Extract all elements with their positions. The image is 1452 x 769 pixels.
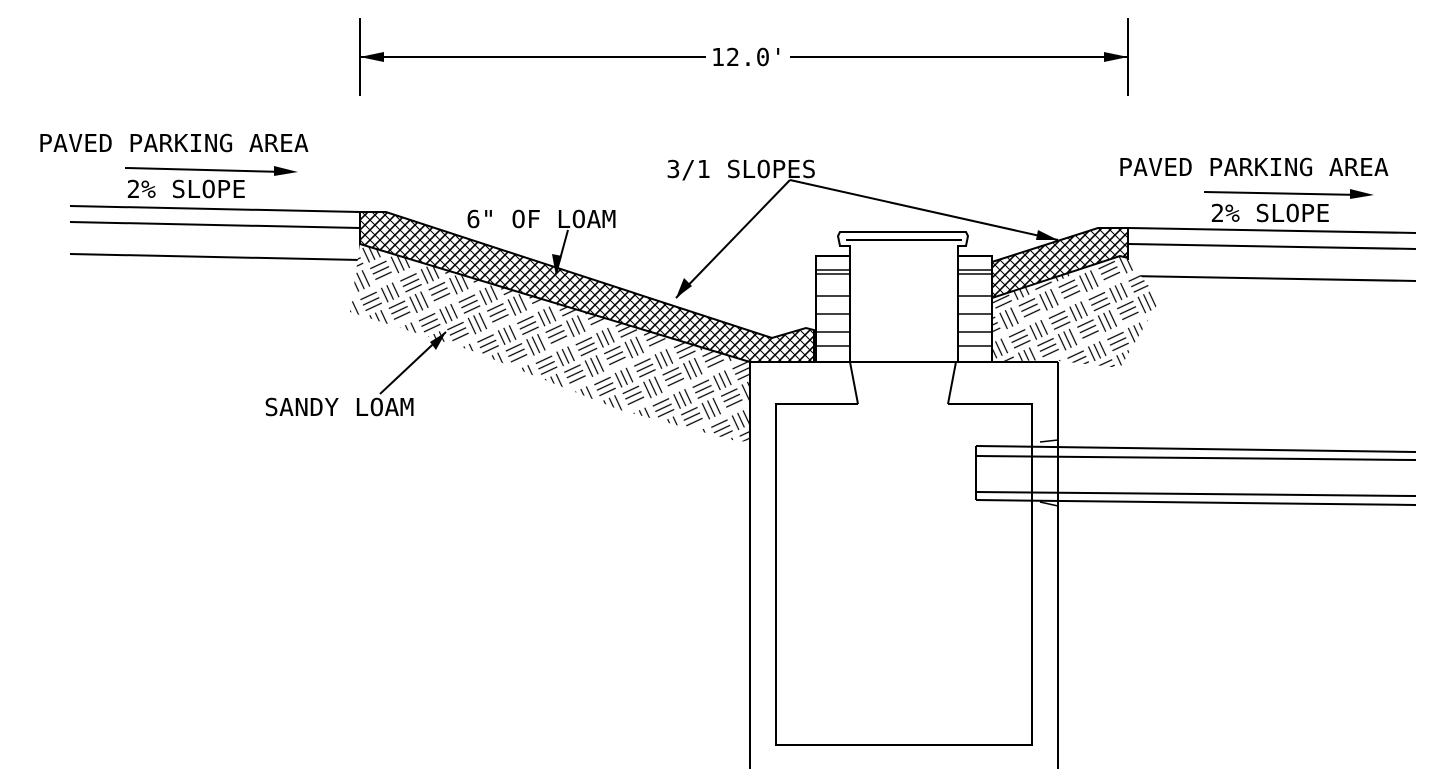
- label-paved-parking-right: PAVED PARKING AREA: [1118, 153, 1389, 182]
- sandy-loam-right: [992, 254, 1160, 368]
- label-paved-parking-left: PAVED PARKING AREA: [38, 129, 309, 158]
- label-sandy-loam: SANDY LOAM: [264, 393, 415, 422]
- loam-layer-left: [359, 211, 815, 363]
- label-slope-right: 2% SLOPE: [1210, 199, 1330, 228]
- dimension-line-12ft: 12.0': [359, 18, 1129, 96]
- left-pavement: [69, 205, 361, 261]
- slope-arrow-right: [1203, 189, 1374, 199]
- leader-slopes: [675, 179, 1059, 299]
- catch-basin: [749, 231, 1059, 769]
- leader-sandy-loam: [379, 331, 447, 395]
- right-pavement: [1127, 227, 1417, 282]
- outlet-pipe: [975, 439, 1417, 507]
- label-6in-loam: 6" OF LOAM: [466, 205, 617, 234]
- leader-loam: [552, 229, 569, 276]
- slope-arrow-left: [124, 166, 298, 176]
- sandy-loam-left: [350, 244, 772, 442]
- dimension-label: 12.0': [710, 43, 785, 72]
- label-3-1-slopes: 3/1 SLOPES: [666, 155, 817, 184]
- label-slope-left: 2% SLOPE: [126, 175, 246, 204]
